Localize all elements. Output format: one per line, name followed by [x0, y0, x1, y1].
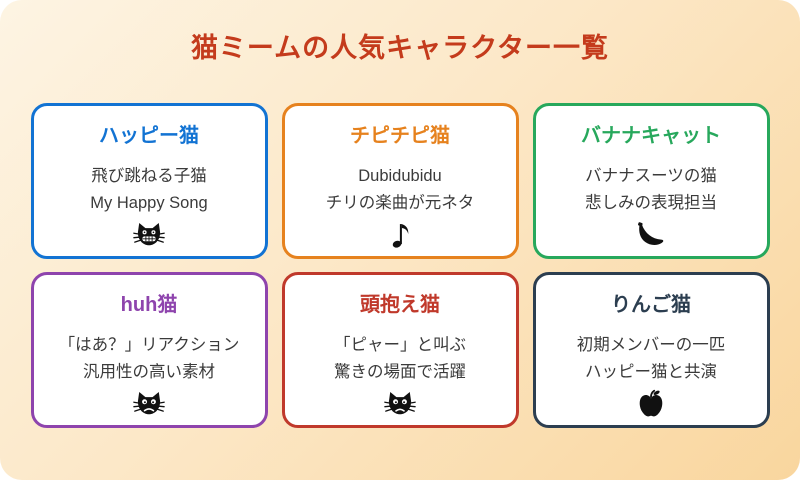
card-title: 頭抱え猫	[360, 294, 440, 316]
card-line-2: My Happy Song	[90, 194, 208, 212]
card-description: 飛び跳ねる子猫 My Happy Song	[90, 163, 207, 217]
card-line-1: バナナスーツの猫	[585, 167, 717, 185]
card-description: バナナスーツの猫 悲しみの表現担当	[585, 163, 717, 217]
card-line-2: 悲しみの表現担当	[585, 194, 717, 212]
card-apple-cat: りんご猫 初期メンバーの一匹 ハッピー猫と共演	[532, 272, 770, 428]
page-title: 猫ミームの人気キャラクター一覧	[190, 33, 610, 63]
card-description: 「はあ？」リアクション 汎用性の高い素材	[59, 332, 240, 386]
card-grid: ハッピー猫 飛び跳ねる子猫 My Happy Song チピチピ猫 Dubidu…	[0, 103, 800, 428]
card-title: huh猫	[120, 294, 178, 316]
card-banana-cat: バナナキャット バナナスーツの猫 悲しみの表現担当	[532, 103, 770, 259]
card-description: 「ピャー」と叫ぶ 驚きの場面で活躍	[334, 332, 466, 386]
card-line-1: 飛び跳ねる子猫	[91, 167, 207, 185]
card-line-2: 驚きの場面で活躍	[334, 363, 466, 381]
card-title: ハッピー猫	[99, 125, 199, 147]
card-line-1: 「ピャー」と叫ぶ	[334, 336, 466, 354]
card-description: Dubidubidu チリの楽曲が元ネタ	[326, 163, 475, 217]
banana-icon	[635, 220, 667, 250]
card-huh-cat: huh猫 「はあ？」リアクション 汎用性の高い素材	[30, 272, 268, 428]
card-head-holding-cat: 頭抱え猫 「ピャー」と叫ぶ 驚きの場面で活躍	[281, 272, 519, 428]
card-title: りんご猫	[611, 294, 691, 316]
card-line-1: 初期メンバーの一匹	[576, 336, 726, 354]
cat-huh-icon	[133, 389, 165, 419]
card-description: 初期メンバーの一匹 ハッピー猫と共演	[577, 332, 726, 386]
card-title: バナナキャット	[581, 125, 721, 147]
cat-scared-icon	[384, 389, 416, 419]
card-line-1: 「はあ？」リアクション	[58, 336, 240, 354]
card-line-2: 汎用性の高い素材	[83, 363, 215, 381]
cat-grin-icon	[133, 220, 165, 250]
card-line-1: Dubidubidu	[358, 167, 442, 185]
music-note-icon	[390, 220, 411, 250]
apple-icon	[637, 389, 665, 419]
card-line-2: ハッピー猫と共演	[585, 363, 717, 381]
card-chipi-chipi-cat: チピチピ猫 Dubidubidu チリの楽曲が元ネタ	[281, 103, 519, 259]
card-happy-cat: ハッピー猫 飛び跳ねる子猫 My Happy Song	[30, 103, 268, 259]
card-line-2: チリの楽曲が元ネタ	[325, 194, 475, 212]
card-title: チピチピ猫	[350, 125, 450, 147]
